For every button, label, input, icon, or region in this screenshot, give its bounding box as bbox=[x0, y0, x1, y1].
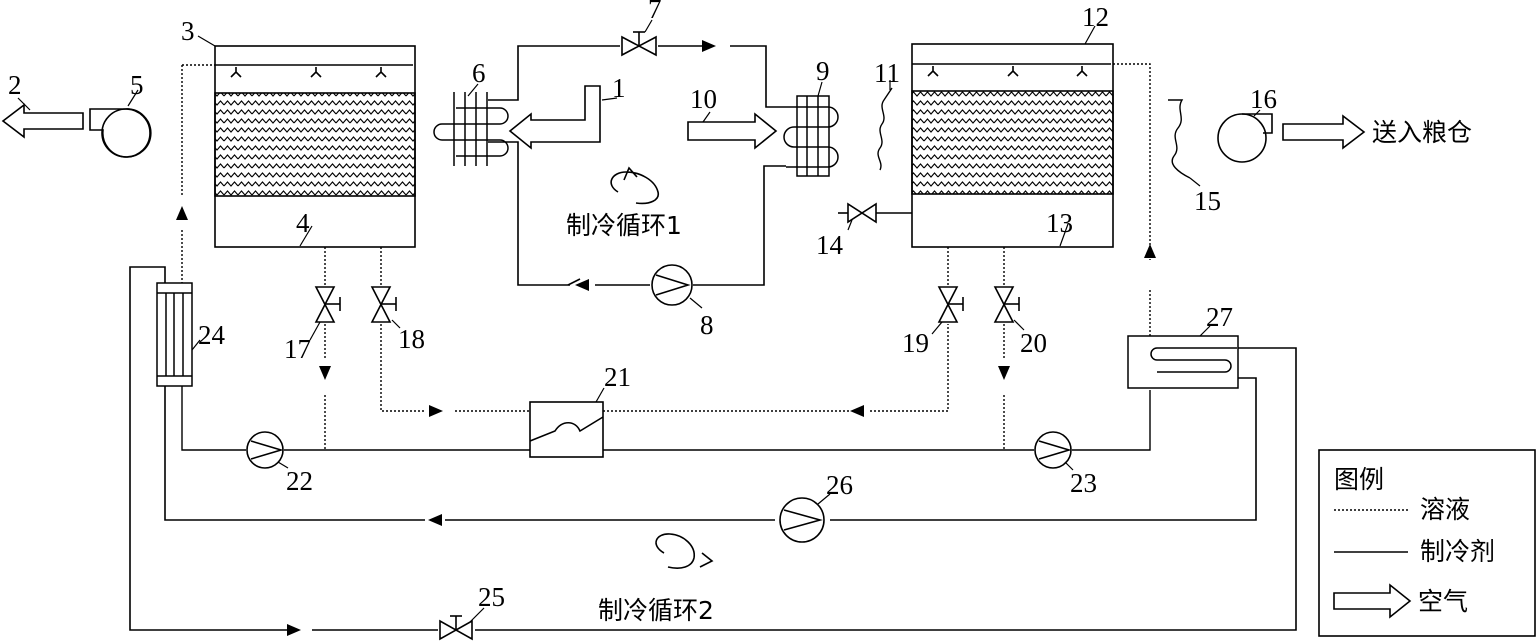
label-27: 27 bbox=[1206, 302, 1233, 332]
right-tower bbox=[911, 43, 1114, 248]
label-11: 11 bbox=[874, 58, 900, 88]
fan-16 bbox=[1217, 113, 1273, 163]
air-arrow-10 bbox=[687, 112, 778, 150]
valve-7 bbox=[621, 31, 657, 57]
solution-lines bbox=[181, 63, 1151, 450]
valve-25 bbox=[439, 615, 473, 641]
rotation-symbol-2 bbox=[655, 533, 714, 569]
label-15: 15 bbox=[1194, 186, 1221, 216]
cycle2-label: 制冷循环2 bbox=[598, 596, 714, 625]
legend: 图例 溶液 制冷剂 空气 bbox=[1318, 449, 1536, 637]
label-26: 26 bbox=[826, 470, 853, 500]
valve-17 bbox=[314, 286, 341, 323]
refrigerant-flow-arrows bbox=[287, 514, 442, 636]
label-2: 2 bbox=[8, 70, 22, 100]
label-12: 12 bbox=[1082, 2, 1109, 32]
air-arrow-1 bbox=[508, 85, 601, 150]
label-24: 24 bbox=[198, 320, 226, 350]
label-4: 4 bbox=[296, 208, 310, 238]
pump-22 bbox=[246, 431, 284, 469]
label-16: 16 bbox=[1250, 84, 1277, 114]
rotation-symbol-1 bbox=[610, 166, 660, 205]
legend-refrigerant: 制冷剂 bbox=[1420, 537, 1495, 566]
legend-air-swatch bbox=[1333, 583, 1412, 619]
left-tower bbox=[214, 45, 416, 248]
heat-exchanger-24 bbox=[156, 282, 193, 387]
label-3: 3 bbox=[181, 16, 195, 46]
label-14: 14 bbox=[816, 230, 844, 260]
label-18: 18 bbox=[398, 324, 425, 354]
label-13: 13 bbox=[1046, 208, 1073, 238]
label-25: 25 bbox=[478, 582, 505, 612]
solution-bottom-lines bbox=[181, 386, 1151, 451]
label-6: 6 bbox=[472, 58, 486, 88]
leader-lines bbox=[17, 19, 1261, 623]
label-19: 19 bbox=[902, 328, 929, 358]
valve-19 bbox=[937, 286, 964, 323]
condenser-9 bbox=[783, 95, 839, 177]
pump-23 bbox=[1034, 431, 1072, 469]
heat-exchanger-27 bbox=[1127, 335, 1239, 389]
label-22: 22 bbox=[286, 466, 313, 496]
label-1: 1 bbox=[612, 73, 626, 103]
legend-solution: 溶液 bbox=[1420, 495, 1470, 524]
compressor-26 bbox=[779, 497, 825, 543]
label-8: 8 bbox=[700, 310, 714, 340]
legend-air: 空气 bbox=[1418, 587, 1468, 616]
label-10: 10 bbox=[690, 84, 717, 114]
compressor-8 bbox=[651, 264, 693, 306]
fan-5 bbox=[89, 108, 152, 158]
heat-exchanger-21 bbox=[529, 401, 604, 458]
label-7: 7 bbox=[648, 0, 662, 24]
label-9: 9 bbox=[816, 56, 830, 86]
valve-14 bbox=[838, 202, 912, 224]
air-arrow-to-granary bbox=[1282, 114, 1366, 150]
label-20: 20 bbox=[1020, 328, 1047, 358]
valve-20 bbox=[993, 286, 1020, 323]
label-5: 5 bbox=[130, 70, 144, 100]
flow-arrow bbox=[575, 279, 589, 291]
air-arrow-2 bbox=[1, 103, 84, 139]
solution-flow-arrows bbox=[176, 206, 1156, 417]
label-23: 23 bbox=[1070, 468, 1097, 498]
to-granary-label: 送入粮仓 bbox=[1372, 118, 1472, 147]
refrigerant-cycle1-lines bbox=[488, 45, 786, 286]
wavy-line-11 bbox=[877, 87, 893, 171]
label-21: 21 bbox=[604, 362, 631, 392]
evaporator-6 bbox=[433, 92, 509, 166]
component-numbers: 3 2 5 4 6 1 7 8 9 10 11 12 13 14 15 16 1… bbox=[8, 0, 1277, 612]
wavy-line-15 bbox=[1168, 99, 1191, 179]
valve-18 bbox=[370, 286, 397, 323]
flow-arrow bbox=[702, 40, 716, 52]
label-17: 17 bbox=[284, 334, 311, 364]
refrigerant-cycle2-lines bbox=[129, 266, 1297, 631]
legend-title: 图例 bbox=[1334, 465, 1384, 494]
cycle1-label: 制冷循环1 bbox=[566, 211, 682, 240]
